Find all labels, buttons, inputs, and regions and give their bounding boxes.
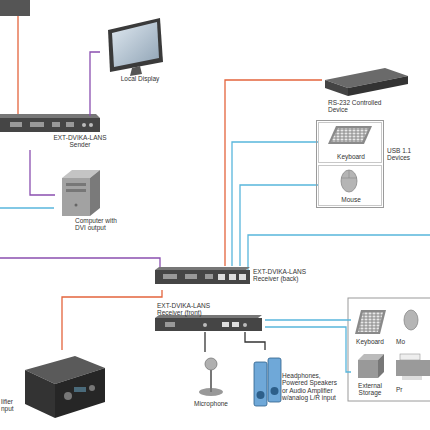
node-label: Mouse (319, 196, 383, 203)
cable-connector (62, 290, 162, 350)
receiver-device (155, 315, 262, 331)
speaker-node: Headphones, Powered Speakers or Audio Am… (248, 350, 344, 414)
microphone-node: Microphone (186, 352, 236, 412)
node-label: EXT-DVIKA-LANS Receiver (front) (157, 302, 223, 317)
printer-icon (396, 354, 430, 380)
device-cell: Mouse (318, 165, 382, 206)
cable-connector (265, 327, 351, 372)
storage-icon (358, 354, 384, 378)
keyboard-icon (328, 126, 372, 144)
computer-tower (62, 170, 100, 216)
node-label: External Storage (351, 382, 389, 397)
node-label: Mo (396, 338, 426, 345)
cable-connector (204, 332, 205, 352)
serial-device-icon (325, 68, 408, 96)
node-label: RS-232 Controlled Device (328, 99, 390, 114)
receiver-node: EXT-DVIKA-LANS Receiver (front) (153, 302, 265, 332)
mouse-icon (404, 310, 418, 330)
wire (0, 207, 54, 208)
node-label: Keyboard (319, 153, 383, 160)
node-label: lifier nput (1, 398, 21, 413)
device-cell: Mo (392, 302, 430, 347)
monitor-icon (108, 18, 163, 76)
cable-connector (225, 80, 322, 266)
device-cell: External Storage (351, 350, 389, 398)
computer-node: Computer with DVI output (55, 165, 130, 237)
wire (248, 235, 430, 270)
node-label: EXT-DVIKA-LANS Sender (50, 134, 110, 149)
node-label: Headphones, Powered Speakers or Audio Am… (282, 372, 342, 402)
usb-device-group: USB 1.1 DevicesKeyboardMouse (316, 120, 384, 208)
sender-device (0, 114, 100, 132)
cable-connector (232, 142, 318, 266)
cable-connector (265, 319, 351, 320)
node-label: USB 1.1 Devices (387, 147, 427, 162)
microphone-icon (199, 358, 223, 396)
node-label: Local Display (100, 75, 180, 82)
node-label: Computer with DVI output (75, 217, 129, 232)
wire (17, 16, 18, 116)
cable-connector (240, 185, 318, 266)
serial-device-node: RS-232 Controlled Device (322, 66, 412, 116)
device-cell: Keyboard (318, 122, 382, 163)
device-frame (348, 298, 430, 401)
receiver-node: EXT-DVIKA-LANS Receiver (back) (153, 266, 313, 290)
keyboard-icon (355, 310, 386, 334)
amplifier-icon (25, 356, 105, 418)
receiver-device (155, 267, 250, 284)
node-label: Pr (396, 386, 426, 393)
display-node: Local Display (100, 15, 180, 87)
node-label: EXT-DVIKA-LANS Receiver (back) (253, 268, 311, 283)
amplifier-node: lifier nput (0, 350, 110, 422)
device-cell: Keyboard (351, 302, 389, 347)
wire (0, 258, 160, 270)
node-label: Microphone (186, 400, 236, 407)
cable-connector (245, 332, 265, 350)
sender-node: EXT-DVIKA-LANS Sender (0, 116, 112, 150)
source-device (0, 0, 30, 16)
node-label: Keyboard (351, 338, 389, 345)
mouse-icon (341, 170, 357, 192)
cable-connector (30, 150, 55, 195)
speaker-icon (254, 358, 281, 406)
cable-connector (90, 52, 100, 116)
device-cell: Pr (392, 350, 430, 398)
